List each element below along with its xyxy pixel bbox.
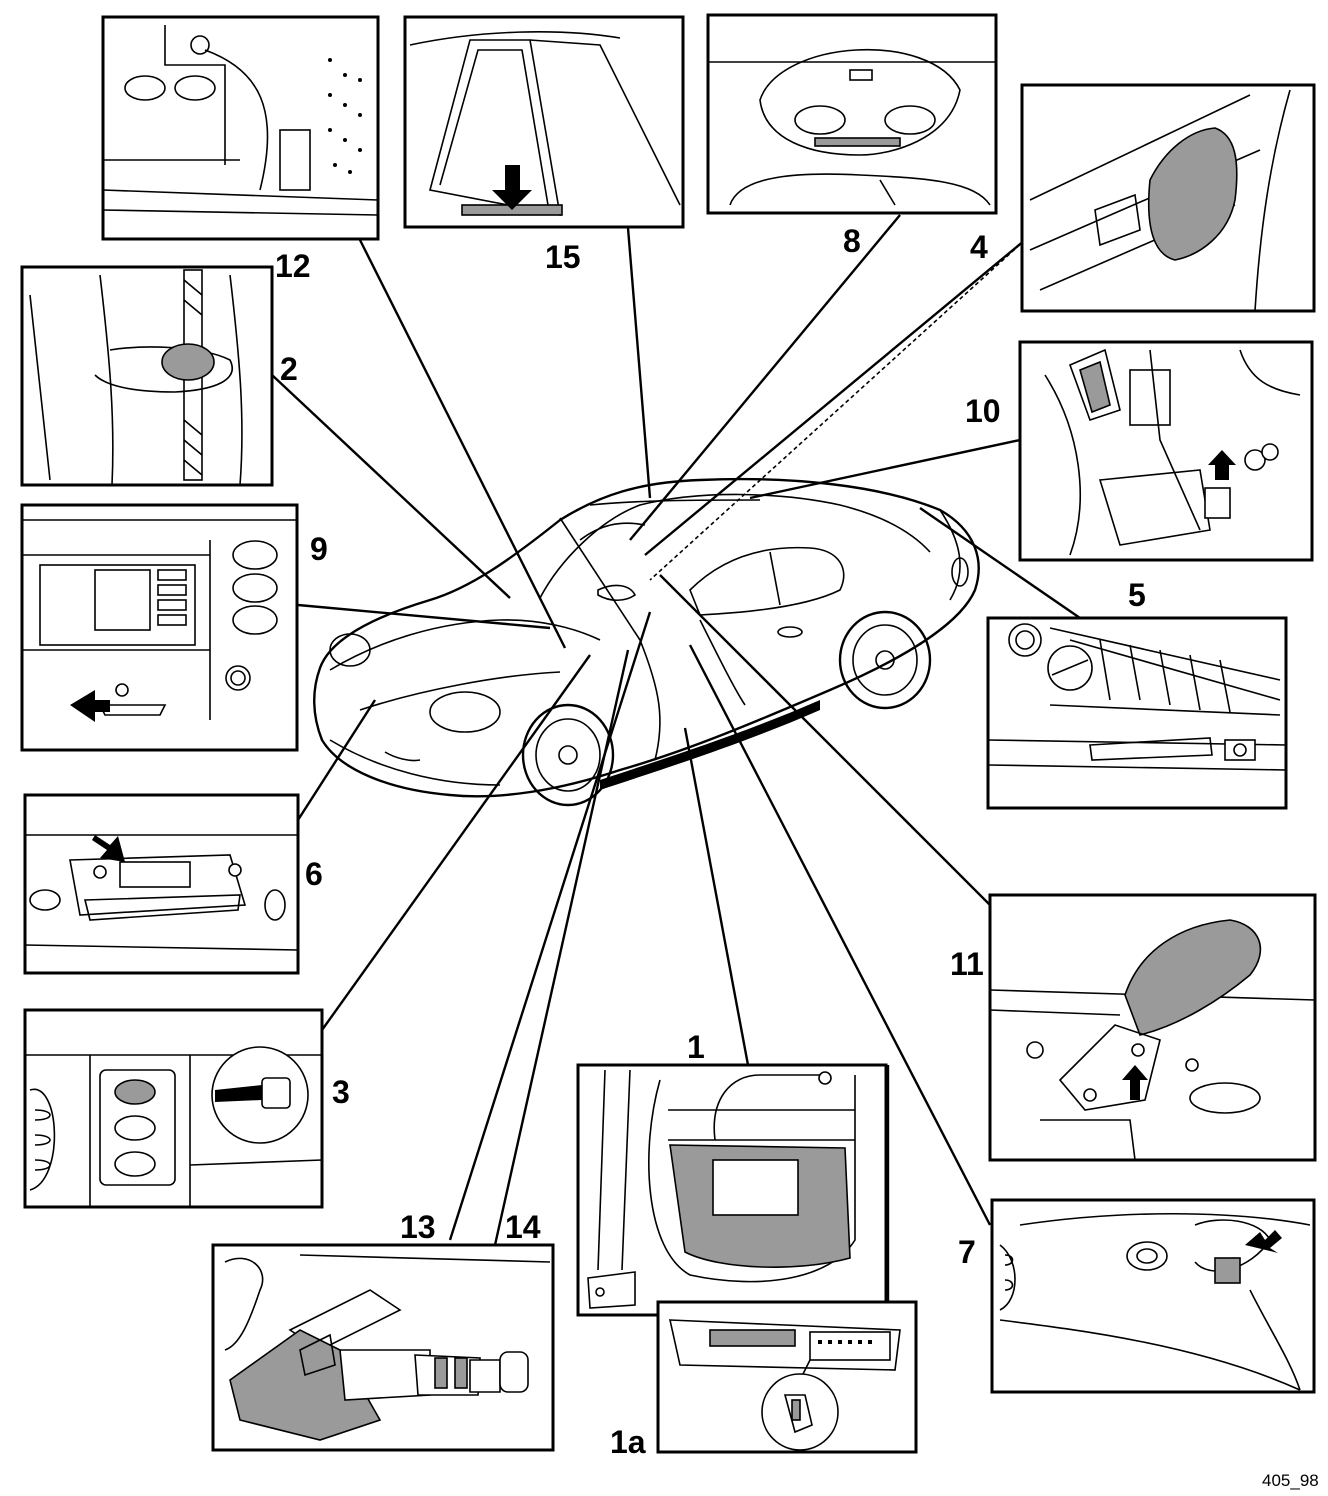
callout-13: 13 [400, 1209, 436, 1245]
callout-labels: 12 15 8 4 2 10 9 5 6 11 3 1 7 13 14 1a [275, 223, 1146, 1460]
detail-panel-1a [656, 1300, 918, 1454]
detail-panel-7 [990, 1198, 1316, 1394]
detail-panel-8 [706, 13, 998, 215]
callout-1: 1 [687, 1029, 705, 1065]
detail-panel-15 [403, 15, 685, 229]
detail-panel-9 [20, 503, 299, 752]
callout-5: 5 [1128, 577, 1146, 613]
callout-11: 11 [950, 946, 984, 982]
detail-panel-5 [986, 616, 1288, 810]
zigzag-strip [183, 279, 203, 476]
callout-3: 3 [332, 1074, 350, 1110]
detail-panel-10 [1018, 340, 1314, 562]
detail-panel-6 [23, 793, 300, 975]
connector-pins [818, 1340, 872, 1344]
callout-4: 4 [970, 229, 988, 265]
detail-panel-2 [20, 265, 274, 487]
callout-7: 7 [958, 1234, 976, 1270]
detail-panel-3 [23, 1008, 324, 1209]
callout-15: 15 [545, 239, 581, 275]
grille-dots [328, 58, 362, 174]
callout-2: 2 [280, 351, 298, 387]
detail-panel-12 [101, 15, 380, 241]
callout-9: 9 [310, 531, 328, 567]
callout-12: 12 [275, 248, 311, 284]
figure-reference: 405_98 [1262, 1471, 1319, 1490]
callout-8: 8 [843, 223, 861, 259]
callout-10: 10 [965, 393, 1001, 429]
detail-panel-13-14 [211, 1243, 555, 1452]
car-illustration [313, 477, 980, 807]
callout-14: 14 [505, 1209, 541, 1245]
detail-panel-4 [1020, 83, 1316, 313]
callout-6: 6 [305, 856, 323, 892]
detail-panel-11 [988, 893, 1317, 1162]
callout-1a: 1a [610, 1424, 646, 1460]
detail-panel-1 [576, 1063, 888, 1317]
